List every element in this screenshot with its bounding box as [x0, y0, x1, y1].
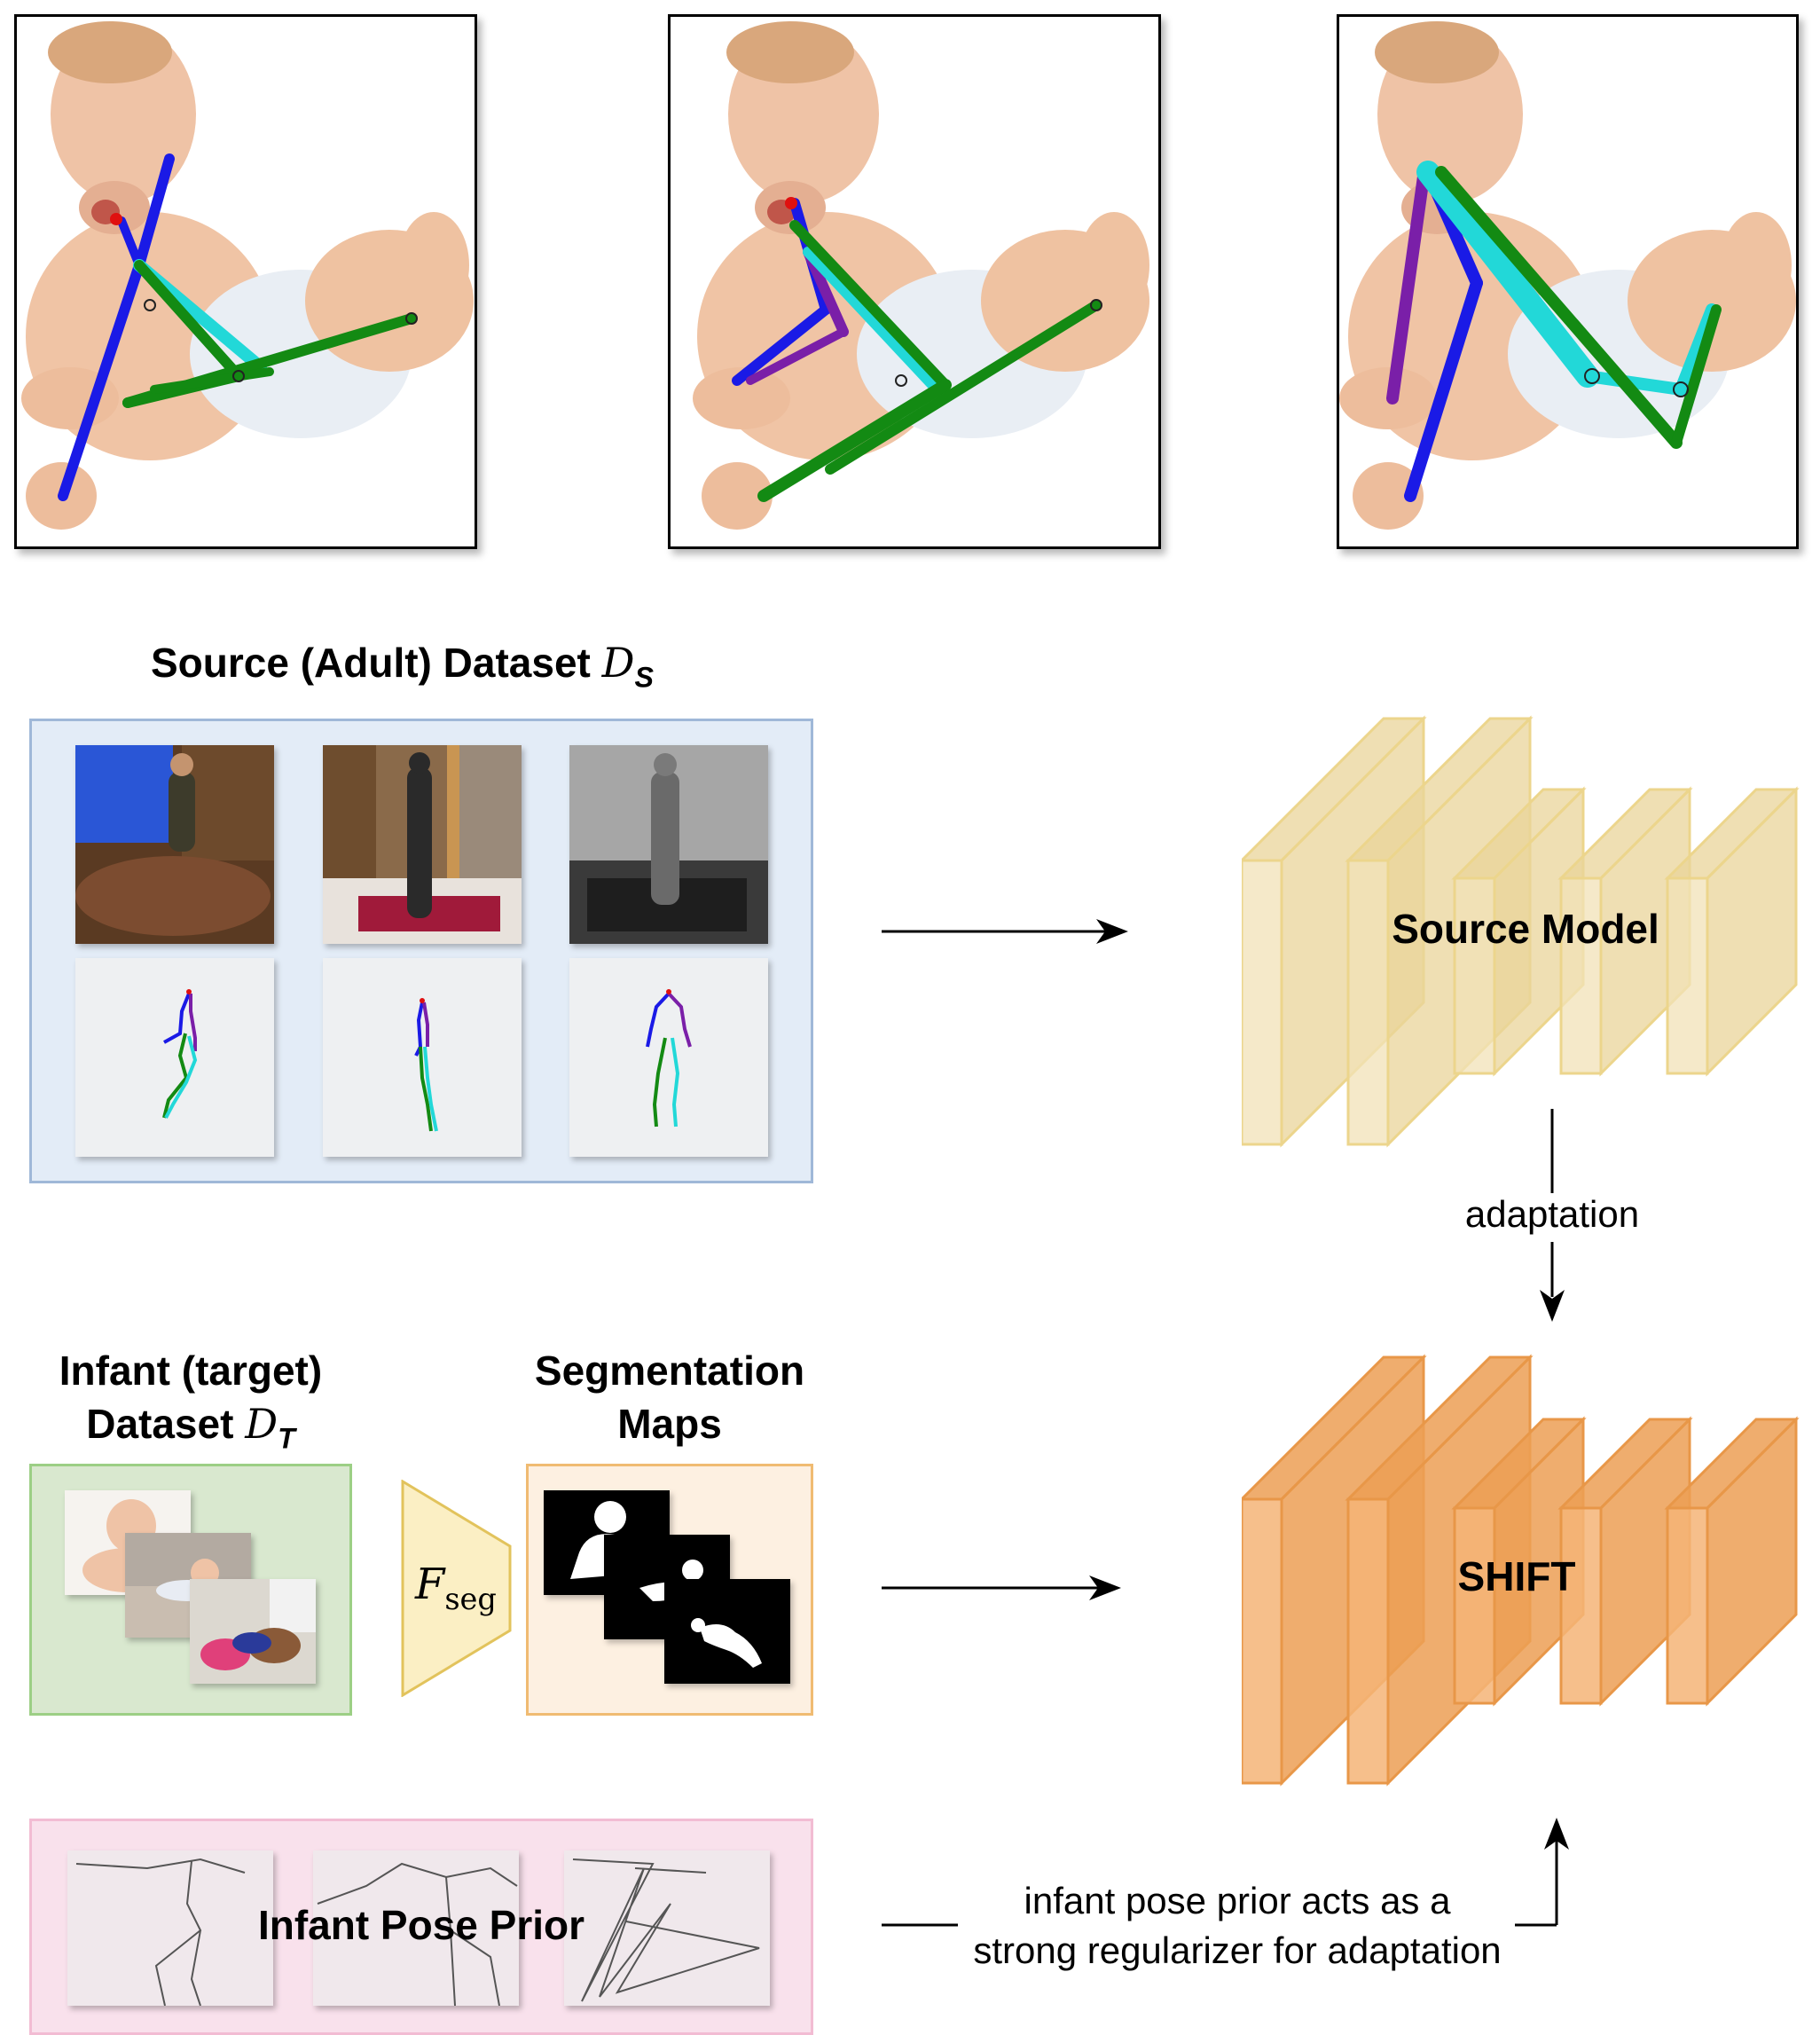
source-dataset-panel: [29, 719, 813, 1183]
pose-line: [1435, 166, 1683, 449]
pose-line: [422, 1002, 429, 1047]
pose-line: [150, 367, 274, 394]
adult-pose-skeleton-2: [323, 958, 522, 1157]
infant-pose-prior-panel: Infant Pose Prior: [29, 1819, 813, 2035]
prior-note-line2: strong regularizer for adaptation: [973, 1929, 1502, 1971]
pose-line: [825, 300, 1102, 475]
pose-line: [117, 216, 144, 270]
pose-line: [732, 304, 831, 386]
pose-prior-sample-2: [313, 1850, 519, 2006]
pose-line: [803, 247, 942, 395]
infant-dataset-title: Infant (target) Dataset DT: [35, 1344, 346, 1465]
infant-photo-with-pose-1: [21, 21, 474, 530]
pose-prior-sample-1: [67, 1850, 273, 2006]
shift-model-block-5: [1664, 1416, 1800, 1707]
pose-line: [134, 153, 175, 271]
adult-pose-skeleton-3: [569, 958, 768, 1157]
shift-model: SHIFT: [1238, 1353, 1809, 1796]
pose-line: [646, 992, 671, 1048]
adaptation-label: adaptation: [1464, 1193, 1640, 1235]
pose-line: [189, 994, 197, 1051]
source-model: Source Model: [1238, 714, 1809, 1158]
adult-pose-skeleton-1: [75, 958, 274, 1157]
pose-line: [671, 1037, 680, 1128]
pose-line: [746, 327, 848, 385]
adaptation-arrow: [1540, 1109, 1565, 1322]
source-dataset-symbol: D: [601, 639, 635, 687]
pose-prior-sample-3: [564, 1850, 770, 2006]
pose-line: [1581, 370, 1687, 396]
pose-line: [634, 1867, 707, 1874]
pose-line: [667, 992, 692, 1048]
pose-line: [652, 1037, 667, 1128]
pose-line: [1386, 170, 1430, 405]
infant-photo-with-pose-3: [1339, 21, 1796, 530]
pose-line: [419, 1046, 433, 1132]
pose-line: [1671, 304, 1722, 448]
prior-regularizer-arrow: [882, 1818, 1569, 1927]
adult-image-3: [569, 745, 768, 944]
infant-pose-prior-label: Infant Pose Prior: [257, 1902, 585, 1948]
pose-line: [423, 1046, 438, 1132]
prior-note: infant pose prior acts as a strong regul…: [953, 1876, 1521, 1976]
pose-line: [164, 1035, 198, 1119]
infant-photo-with-pose-2: [693, 21, 1149, 530]
infant-image-3: [190, 1579, 316, 1684]
pose-line: [450, 1929, 500, 2006]
source-model-block-5: [1664, 786, 1800, 1077]
source-dataset-title: Source (Adult) Dataset DS: [151, 639, 655, 694]
arrow-to-shift: [882, 1575, 1121, 1600]
pose-line: [1675, 303, 1718, 396]
pose-line: [317, 1862, 518, 1905]
pose-line: [58, 260, 145, 501]
segmentation-network-symbol: Fseg: [415, 1560, 497, 1616]
pose-line: [1404, 277, 1483, 502]
prior-note-line1: infant pose prior acts as a: [1024, 1880, 1451, 1921]
pose-line: [162, 1033, 189, 1119]
pose-line: [414, 1002, 424, 1057]
infant-dataset-title-line1: Infant (target): [59, 1348, 323, 1394]
shift-model-label: SHIFT: [1457, 1553, 1576, 1599]
source-model-label: Source Model: [1392, 906, 1659, 952]
pose-prediction-panel-1: [14, 14, 477, 549]
segmentation-network: Fseg: [401, 1479, 512, 1698]
pose-line: [75, 1858, 246, 1874]
adult-image-1: [75, 745, 274, 944]
segmentation-network-shape: [401, 1479, 512, 1698]
segmentation-map-3: [664, 1579, 790, 1684]
infant-dataset-title-line2: Dataset: [86, 1401, 234, 1447]
pose-line: [190, 1929, 201, 2006]
pose-line: [163, 993, 191, 1044]
infant-dataset-panel: [29, 1464, 352, 1716]
pose-line: [789, 220, 951, 390]
arrow-to-source-model: [882, 919, 1128, 944]
segmentation-maps-title: Segmentation Maps: [523, 1344, 816, 1450]
pose-line: [134, 260, 244, 381]
pose-prediction-panel-2: [668, 14, 1161, 549]
pose-line: [572, 1858, 760, 2002]
segmentation-maps-title-line1: Segmentation: [534, 1348, 805, 1394]
segmentation-maps-title-line2: Maps: [617, 1401, 722, 1447]
infant-dataset-symbol: D: [245, 1400, 278, 1448]
infant-dataset-subscript: T: [278, 1422, 295, 1455]
source-dataset-subscript: S: [634, 661, 655, 694]
adult-image-2: [323, 745, 522, 944]
segmentation-maps-panel: [526, 1464, 813, 1716]
pose-line: [1416, 161, 1599, 388]
pose-line: [757, 379, 952, 502]
pose-prediction-panel-3: [1337, 14, 1799, 549]
infant-image-2: [125, 1533, 251, 1638]
